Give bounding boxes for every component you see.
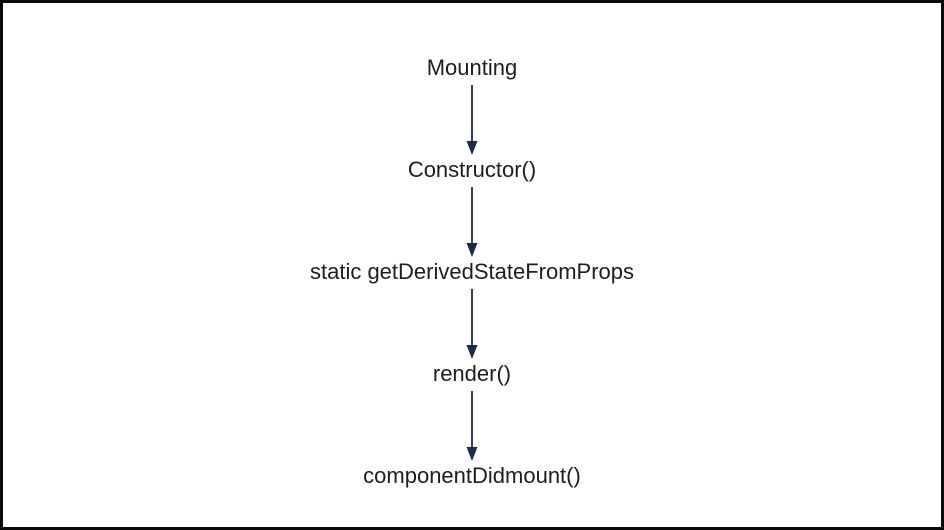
lifecycle-flow: Mounting Constructor() static getDerived… — [3, 3, 941, 489]
flow-node-render: render() — [432, 361, 512, 386]
arrow-down-icon — [466, 391, 478, 461]
flow-node-constructor: Constructor() — [407, 157, 537, 182]
arrow-down-icon — [466, 289, 478, 359]
arrow-down-icon — [466, 85, 478, 155]
arrow-down-icon — [466, 187, 478, 257]
flow-node-component-didmount: componentDidmount() — [363, 463, 581, 488]
flow-node-mounting: Mounting — [426, 55, 518, 80]
flow-node-get-derived-state-from-props: static getDerivedStateFromProps — [309, 259, 635, 284]
